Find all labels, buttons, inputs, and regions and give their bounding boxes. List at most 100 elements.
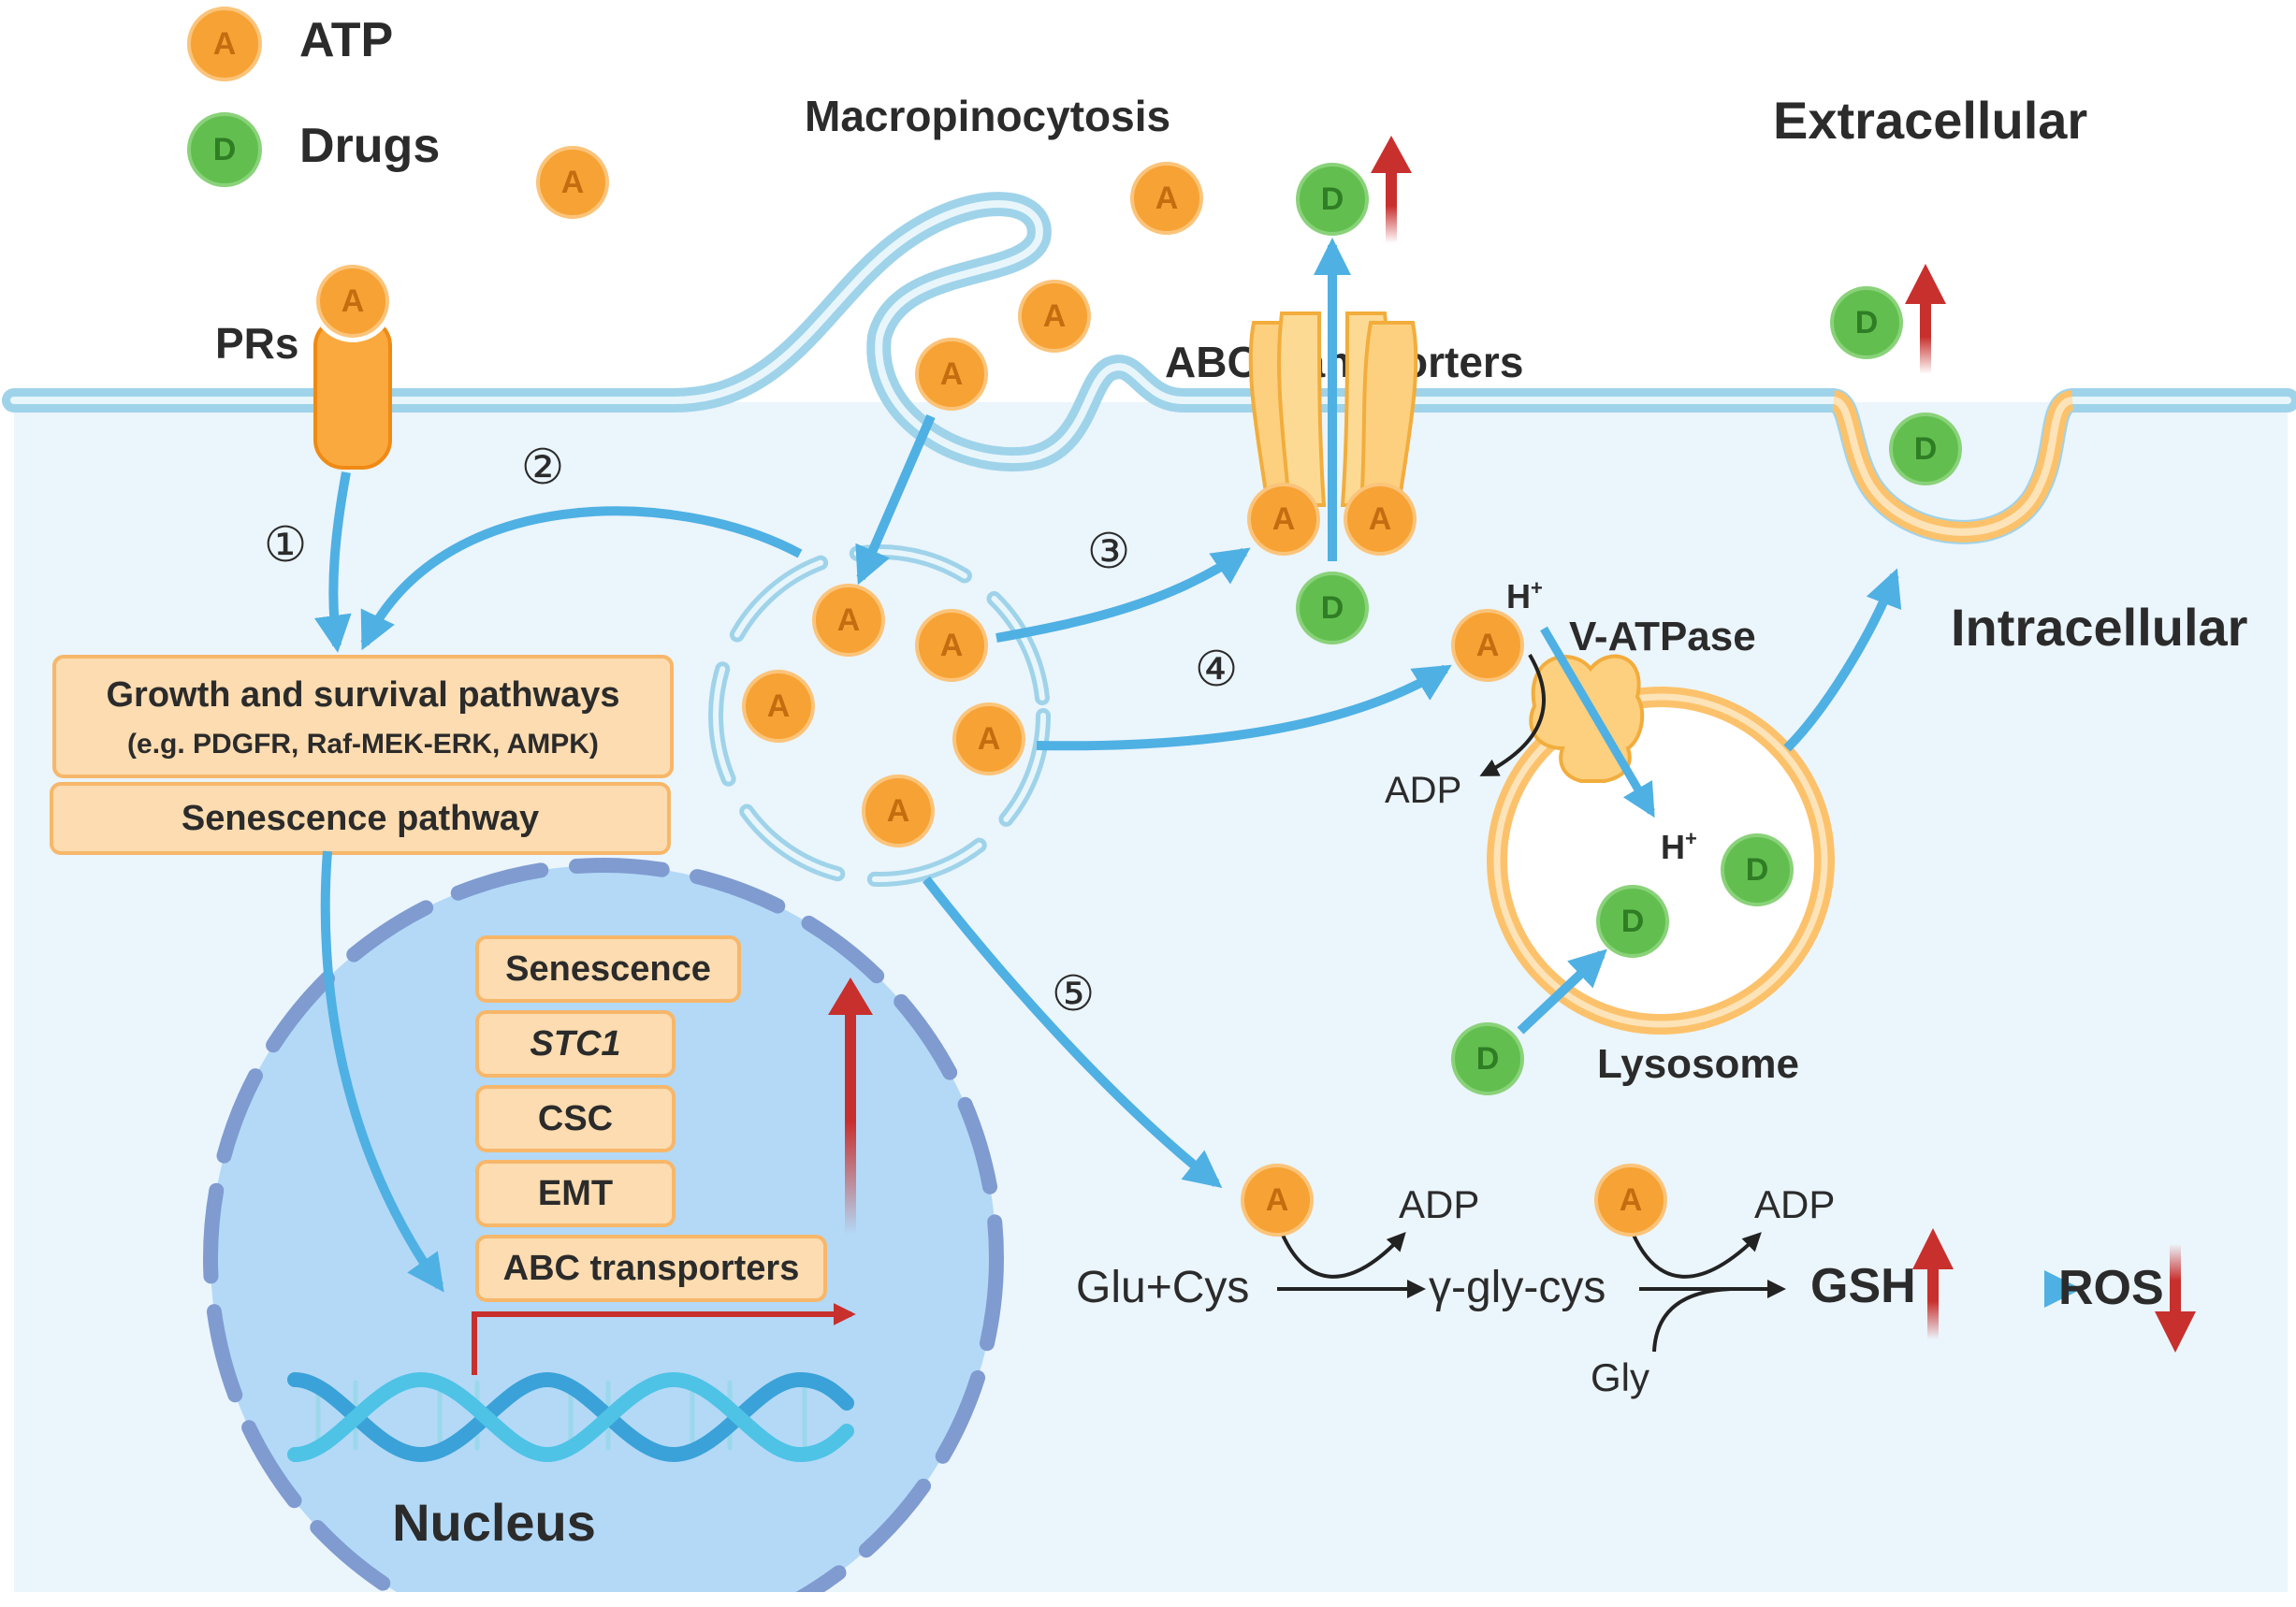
svg-text:A: A: [767, 688, 791, 724]
svg-text:D: D: [1476, 1041, 1500, 1077]
atp-abc-transporter-2-atp-molecule: A: [1344, 483, 1417, 556]
svg-text:D: D: [1855, 305, 1879, 340]
atp-macropinocytosis-1-atp-molecule: A: [1018, 280, 1091, 353]
atp-vesicle-3-atp-molecule: A: [742, 670, 815, 743]
atp-gsh-step-2-atp-molecule: A: [1594, 1164, 1667, 1237]
step1-arrow: [313, 471, 352, 653]
svg-text:A: A: [1369, 501, 1392, 537]
drug-effluxed-drug-molecule: D: [1296, 163, 1369, 236]
legend-atp-symbol: A: [213, 26, 237, 62]
atp-macropinocytosis-2-atp-molecule: A: [915, 338, 988, 411]
adp-1: ADP: [1399, 1182, 1479, 1226]
exocytosis-increase-arrow: [1905, 264, 1946, 374]
step1-label: ①: [264, 518, 308, 572]
gene-upregulation-arrow: [828, 977, 873, 1235]
atp-hydrolysis-arrow-1: [1280, 1232, 1406, 1279]
gsh-label: GSH: [1810, 1259, 1916, 1313]
lysosome-label: Lysosome: [1597, 1041, 1799, 1087]
step3-label: ③: [1087, 525, 1131, 579]
intracellular-label: Intracellular: [1951, 598, 2247, 657]
legend-drug-symbol: D: [213, 132, 237, 167]
growth-survival-pathway-box: Growth and survival pathways (e.g. PDGFR…: [52, 655, 674, 778]
abc-transporters-label: ABC transporters: [1165, 338, 1523, 386]
svg-text:A: A: [1620, 1182, 1643, 1218]
gene-senescence-label: Senescence: [505, 949, 711, 989]
svg-text:A: A: [1266, 1182, 1289, 1218]
gly-input-arrow: [1652, 1287, 1732, 1353]
legend-atp: A ATP: [187, 7, 393, 81]
gene-box-abc-transporters: ABC transporters: [475, 1235, 827, 1302]
svg-text:D: D: [1321, 590, 1344, 626]
gene-stc1-label: STC1: [530, 1024, 620, 1064]
drug-abc-substrate-drug-molecule: D: [1296, 572, 1369, 644]
step4-label: ④: [1195, 643, 1239, 697]
drug-lysosome-1-drug-molecule: D: [1721, 833, 1794, 906]
senescence-pathway-box: Senescence pathway: [50, 782, 671, 855]
intermediate-gly-cys: γ-gly-cys: [1429, 1263, 1606, 1312]
svg-text:D: D: [1914, 431, 1938, 467]
atp-v-atpase-atp-molecule: A: [1451, 609, 1524, 682]
adp-2: ADP: [1754, 1182, 1835, 1226]
atp-vesicle-5-atp-molecule: A: [862, 775, 935, 847]
gene-csc-label: CSC: [538, 1099, 613, 1138]
svg-text:A: A: [341, 283, 365, 319]
svg-text:D: D: [1621, 904, 1645, 939]
drug-cytoplasm-drug-molecule: D: [1451, 1022, 1524, 1095]
nucleus: [203, 858, 1004, 1592]
atp-gsh-step-1-atp-molecule: A: [1241, 1164, 1314, 1237]
svg-text:A: A: [940, 628, 964, 663]
atp-bound-to-receptor-atp-molecule: A: [316, 265, 389, 338]
legend-atp-label: ATP: [299, 13, 393, 67]
step-numbers: ① ② ③ ④ ⑤: [264, 441, 1239, 1021]
extracellular-label: Extracellular: [1773, 91, 2087, 150]
growth-pathway-title: Growth and survival pathways: [106, 675, 619, 715]
svg-text:A: A: [1272, 501, 1296, 537]
glycine: Gly: [1591, 1355, 1649, 1399]
gsh-to-ros-arrowhead: [2044, 1270, 2082, 1308]
pathway-to-nucleus-arrow: [320, 850, 444, 1293]
prs-label: PRs: [215, 319, 298, 368]
gene-abc-transporters-label: ABC transporters: [503, 1249, 800, 1288]
h-plus-lysosome: H+: [1661, 827, 1697, 866]
senescence-pathway-label: Senescence pathway: [182, 799, 539, 838]
legend-drugs: D Drugs: [187, 112, 440, 187]
substrate-glu-cys: Glu+Cys: [1076, 1263, 1249, 1312]
macropinocytosis-label: Macropinocytosis: [805, 92, 1170, 140]
gsh-synthesis-reaction: Glu+Cys ADP γ-gly-cys ADP Gly GSH ROS: [1076, 1182, 2196, 1399]
gsh-up-arrow-stem: [1927, 1263, 1939, 1339]
svg-text:D: D: [1321, 181, 1344, 217]
macropinocytosis-uptake-arrow: [855, 414, 936, 586]
atp-vesicle-1-atp-molecule: A: [812, 584, 885, 657]
svg-text:A: A: [978, 721, 1001, 757]
svg-text:A: A: [837, 602, 861, 638]
h-plus-top: H+: [1506, 576, 1543, 615]
svg-text:A: A: [940, 356, 964, 392]
atp-vesicle-4-atp-molecule: A: [952, 702, 1025, 775]
drug-lysosome-2-drug-molecule: D: [1596, 885, 1669, 958]
molecules: A A A A A D A A D A A A A A A D D D D D A A: [316, 146, 1962, 1237]
atp-abc-transporter-1-atp-molecule: A: [1247, 483, 1320, 556]
step2-label: ②: [521, 441, 565, 495]
gene-emt-label: EMT: [538, 1174, 613, 1213]
nucleus-label: Nucleus: [392, 1493, 596, 1552]
v-atpase-adp: ADP: [1385, 770, 1461, 811]
efflux-increase-arrow: [1371, 136, 1412, 243]
v-atpase-hydrolysis-arrow: [1479, 653, 1547, 776]
svg-text:A: A: [561, 165, 585, 200]
svg-text:A: A: [1476, 628, 1500, 663]
svg-text:A: A: [887, 793, 910, 829]
dna-helix: [287, 1371, 854, 1463]
transcription-start-arrow: [472, 1303, 856, 1375]
svg-text:A: A: [1155, 181, 1179, 216]
step4-arrow: [1036, 664, 1452, 751]
gene-box-stc1: STC1: [475, 1010, 676, 1078]
gene-box-emt: EMT: [475, 1160, 676, 1227]
gsh-up-arrow: [1912, 1228, 1954, 1269]
drug-exocytosis-vesicle-drug-molecule: D: [1889, 413, 1962, 485]
atp-extracellular-1-atp-molecule: A: [536, 146, 609, 219]
step5-arrow: [923, 876, 1223, 1188]
ros-label: ROS: [2058, 1261, 2164, 1315]
svg-text:A: A: [1043, 298, 1067, 334]
step5-label: ⑤: [1052, 967, 1096, 1021]
